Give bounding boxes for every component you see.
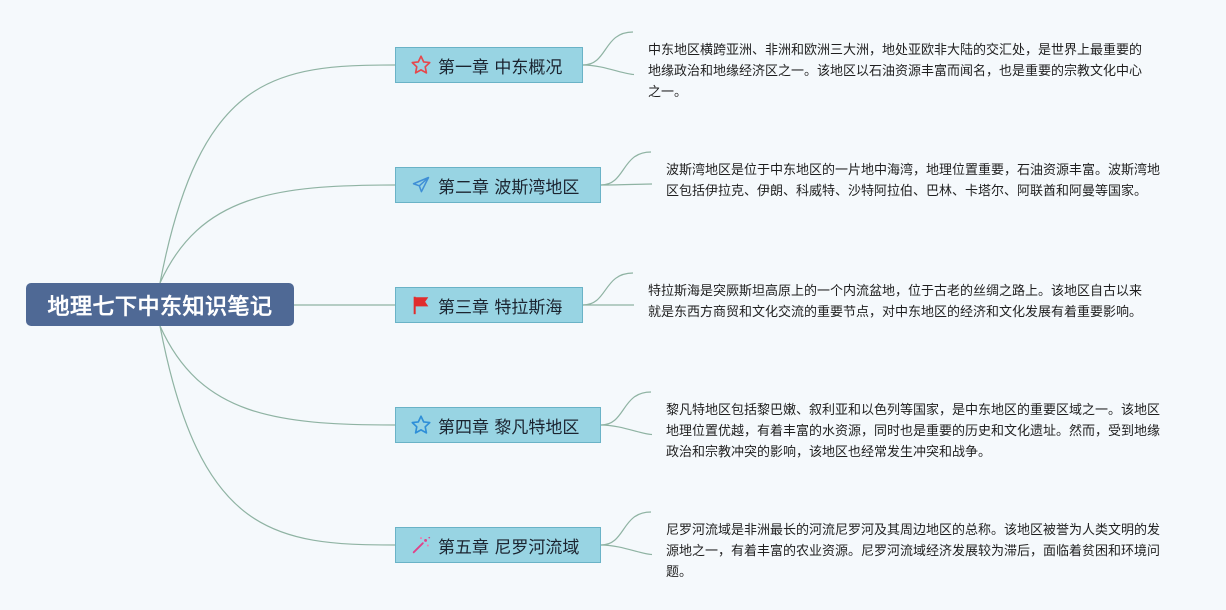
branch-connector [159, 64, 396, 284]
detail-connector [582, 31, 634, 66]
red-flag-icon [410, 294, 432, 316]
chapter-description-5: 尼罗河流域是非洲最长的河流尼罗河及其周边地区的总称。该地区被誉为人类文明的发源地… [666, 523, 1161, 580]
detail-connector [600, 511, 652, 546]
chapter-node-1[interactable]: 第一章 中东概况 [395, 47, 583, 83]
root-topic-label: 地理七下中东知识笔记 [47, 294, 273, 320]
chapter-node-3[interactable]: 第三章 特拉斯海 [395, 287, 583, 323]
detail-connector [600, 151, 652, 186]
branch-connector [159, 184, 396, 284]
detail-connector [600, 183, 653, 186]
chapter-description-4: 黎凡特地区包括黎巴嫩、叙利亚和以色列等国家，是中东地区的重要区域之一。该地区地理… [666, 403, 1161, 460]
chapter-label: 第二章 波斯湾地区 [438, 177, 580, 198]
detail-connector [600, 391, 652, 426]
chapter-label: 第一章 中东概况 [438, 57, 563, 78]
chapter-label: 第四章 黎凡特地区 [438, 417, 580, 438]
sparkle-wand-icon [410, 534, 432, 556]
chapter-description-1: 中东地区横跨亚洲、非洲和欧洲三大洲，地处亚欧非大陆的交汇处，是世界上最重要的地缘… [648, 43, 1143, 100]
root-topic[interactable]: 地理七下中东知识笔记 [26, 283, 294, 326]
chapter-node-2[interactable]: 第二章 波斯湾地区 [395, 167, 601, 203]
paper-plane-icon [410, 174, 432, 196]
chapter-description-3: 特拉斯海是突厥斯坦高原上的一个内流盆地，位于古老的丝绸之路上。该地区自古以来就是… [648, 284, 1143, 320]
chapter-description-2: 波斯湾地区是位于中东地区的一片地中海湾，地理位置重要，石油资源丰富。波斯湾地区包… [666, 163, 1161, 199]
chapter-node-4[interactable]: 第四章 黎凡特地区 [395, 407, 601, 443]
star-outline-icon [410, 414, 432, 436]
detail-connector [600, 544, 653, 556]
detail-connector [582, 64, 635, 76]
detail-connector [600, 424, 653, 436]
chapter-label: 第三章 特拉斯海 [438, 297, 563, 318]
branch-connector [159, 325, 396, 546]
chapter-node-5[interactable]: 第五章 尼罗河流域 [395, 527, 601, 563]
chapter-label: 第五章 尼罗河流域 [438, 537, 580, 558]
star-outline-icon [410, 54, 432, 76]
detail-connector [582, 272, 634, 306]
branch-connector [159, 325, 396, 426]
